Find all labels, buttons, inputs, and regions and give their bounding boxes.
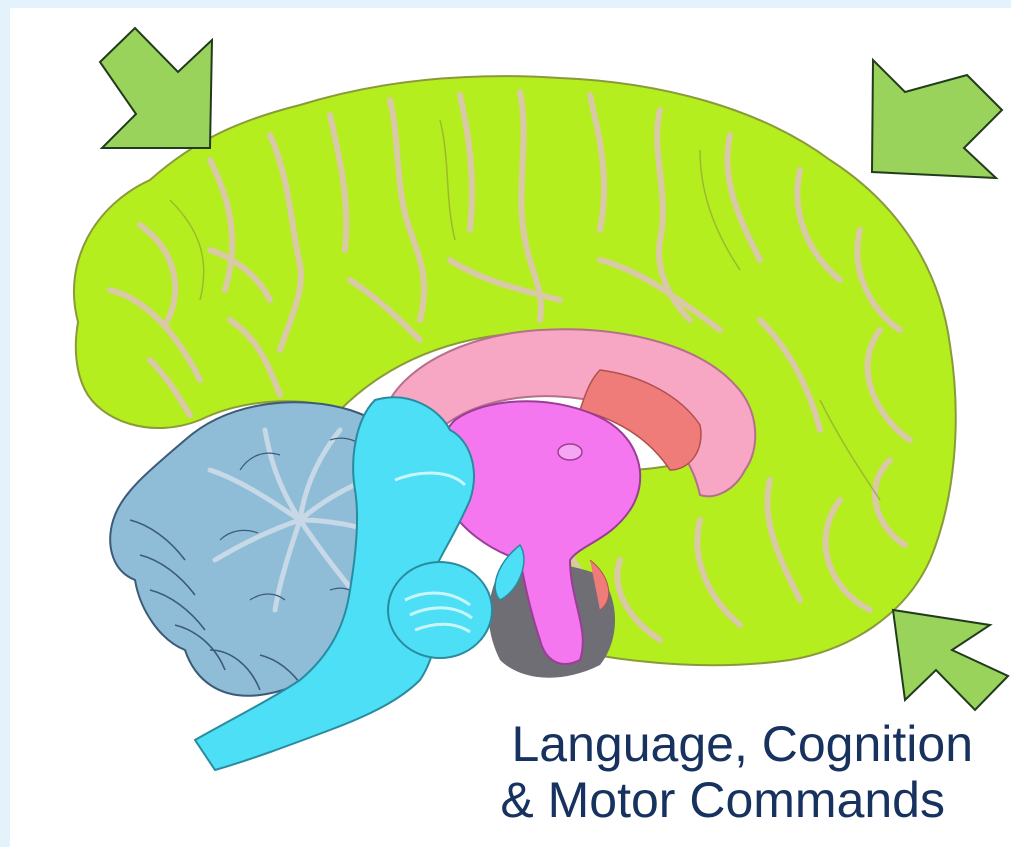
caption: Language, Cognition & Motor Commands	[333, 716, 973, 828]
caption-line-2: & Motor Commands	[333, 772, 945, 828]
arrow-icon	[872, 60, 1002, 178]
arrow-icon	[893, 610, 1008, 710]
caption-line-1: Language, Cognition	[333, 716, 973, 772]
arrow-icon	[100, 28, 212, 148]
